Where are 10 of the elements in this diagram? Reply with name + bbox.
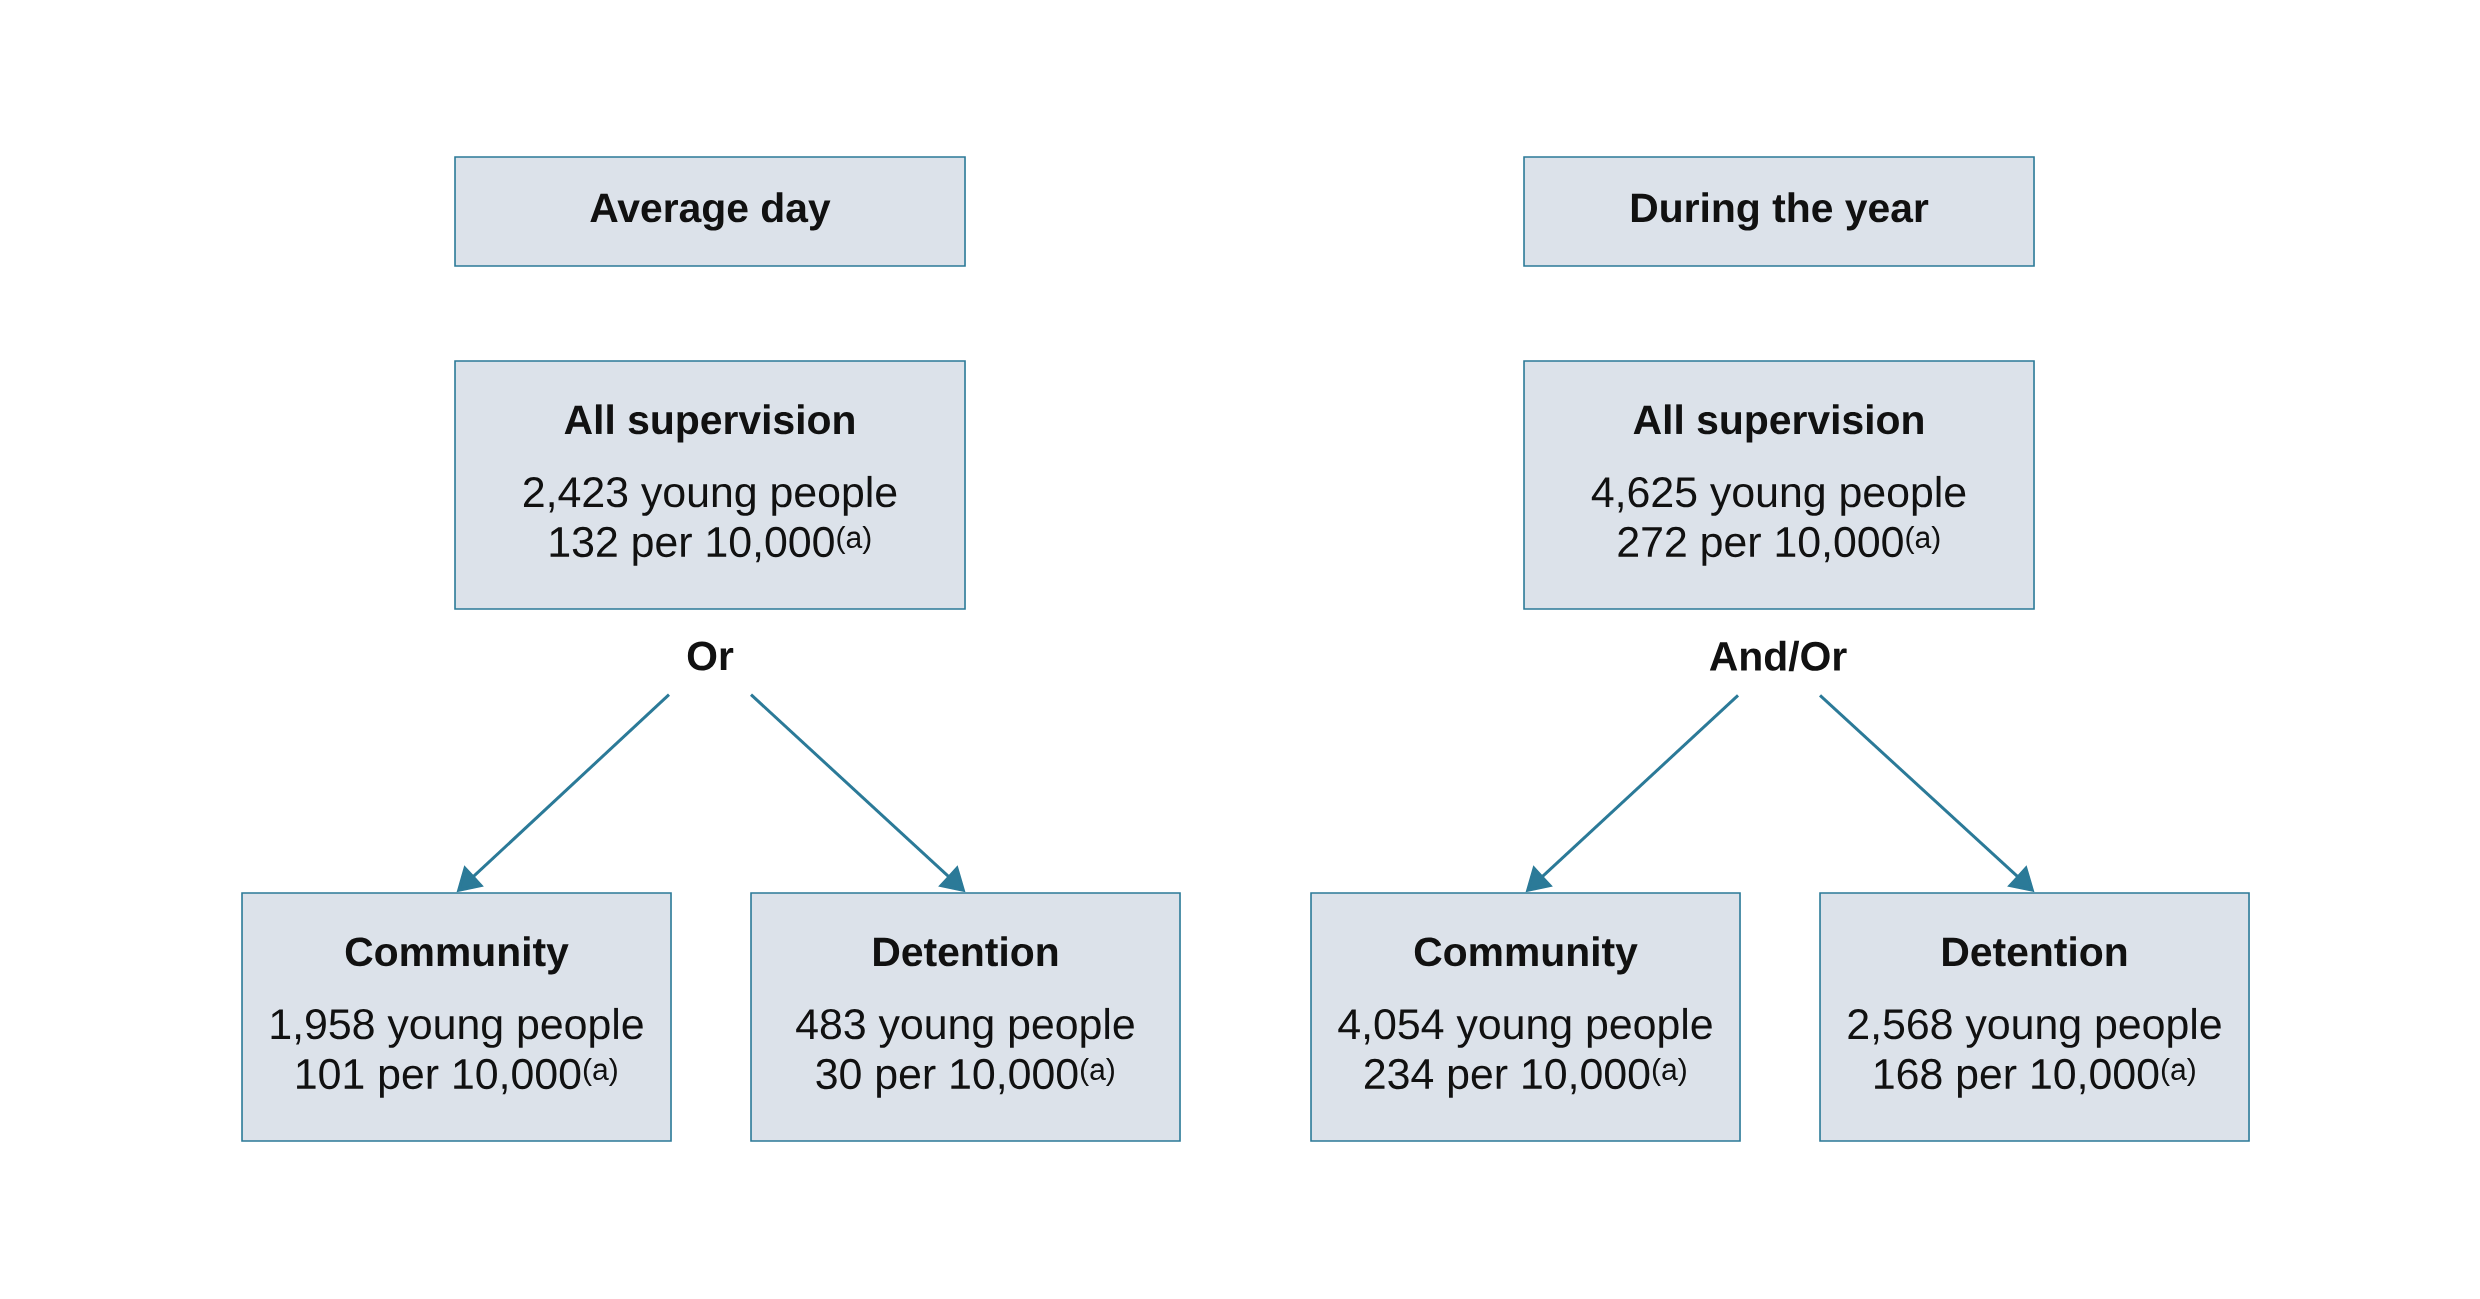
summary-box: All supervision 4,625 young people 272 per 10,000$^{(a)}$	[1523, 360, 2035, 610]
category-box: Detention 483 young people 30 per 10,000$^{(a)}$	[750, 892, 1181, 1142]
summary-box: All supervision 2,423 young people 132 per 10,000$^{(a)}$	[454, 360, 966, 610]
branch-label: And/Or	[1709, 640, 1847, 672]
category-box: Community 1,958 young people 101 per 10,000$^{(a)}$	[241, 892, 672, 1142]
header-box: During the year	[1523, 156, 2035, 267]
category-box: Community 4,054 young people 234 per 10,000$^{(a)}$	[1310, 892, 1741, 1142]
category-box: Detention 2,568 young people 168 per 10,000$^{(a)}$	[1819, 892, 2250, 1142]
header-box: Average day	[454, 156, 966, 267]
branch-label: Or	[687, 641, 734, 671]
